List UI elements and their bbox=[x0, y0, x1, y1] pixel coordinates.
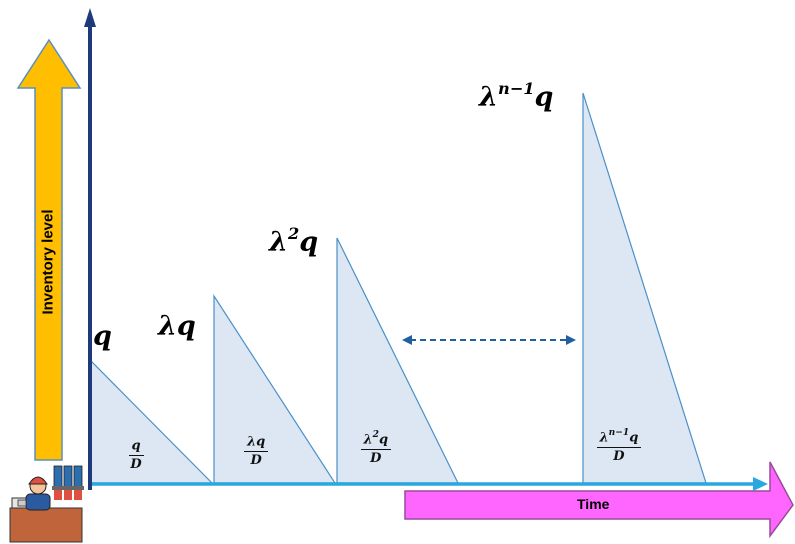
peak-label-1: q bbox=[93, 321, 112, 352]
dashed-arrow-left-head bbox=[402, 335, 412, 345]
cycle-fraction-2: λq D bbox=[244, 433, 269, 468]
inventory-cycle-triangle bbox=[89, 358, 214, 484]
peak-label-2: λq bbox=[158, 311, 196, 342]
dashed-arrow-right-head bbox=[566, 335, 576, 345]
inventory-cycle-triangle bbox=[336, 237, 459, 484]
peak-label-4: λn−1q bbox=[479, 78, 554, 113]
inventory-axis-arrowhead bbox=[84, 8, 96, 27]
cycle-fraction-3: λ2q D bbox=[360, 429, 392, 466]
inventory-cycle-triangle bbox=[582, 92, 707, 484]
cycle-fraction-4: λn−1q D bbox=[596, 427, 642, 464]
cycle-fraction-1: q D bbox=[128, 438, 144, 472]
time-arrow bbox=[404, 461, 794, 539]
inventory-cycle-triangle bbox=[213, 293, 337, 484]
factory-worker-icon bbox=[9, 465, 84, 543]
peak-label-3: λ2q bbox=[269, 223, 319, 258]
time-axis-arrowhead bbox=[753, 477, 768, 491]
inventory-level-label: Inventory level bbox=[39, 209, 57, 315]
inventory-level-arrow bbox=[16, 38, 82, 461]
time-label: Time bbox=[577, 496, 610, 512]
